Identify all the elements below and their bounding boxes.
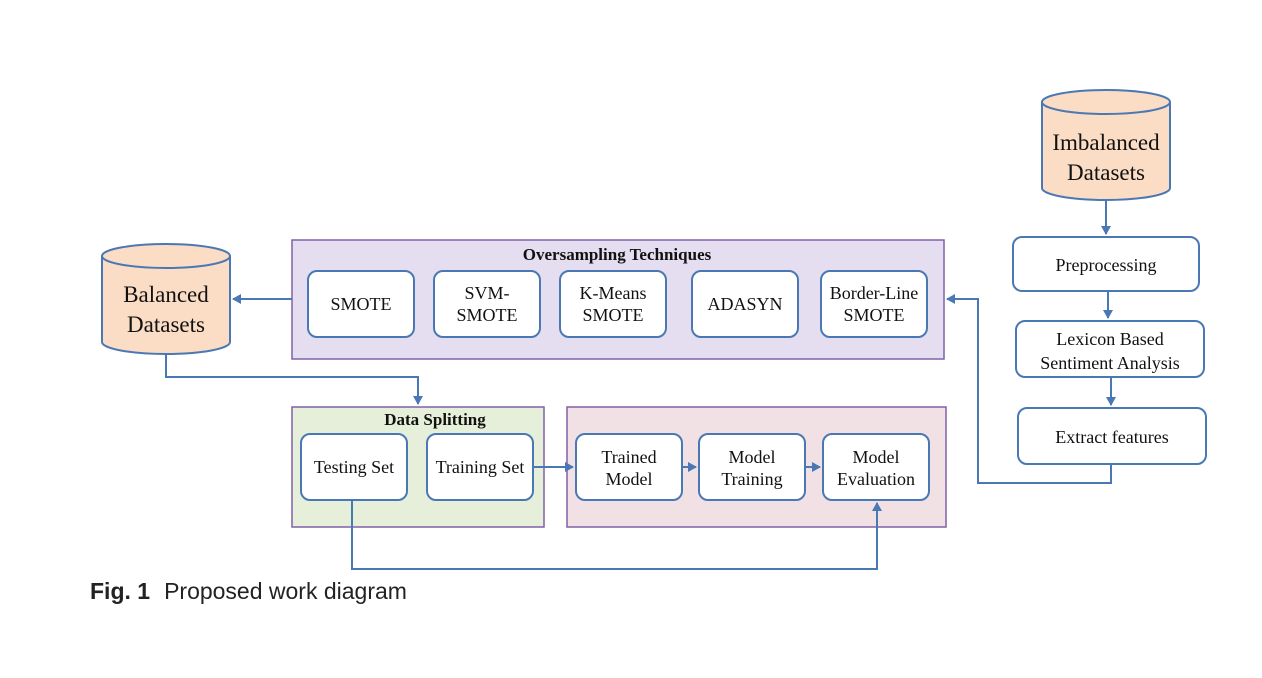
- preprocessing-box: Preprocessing: [1012, 236, 1200, 292]
- oversampling-title: Oversampling Techniques: [523, 245, 712, 264]
- balanced-label-2: Datasets: [127, 312, 205, 337]
- svm-smote-box: SVM- SMOTE: [433, 270, 541, 338]
- svg-text:Border-Line: Border-Line: [830, 283, 919, 303]
- svg-text:Extract features: Extract features: [1055, 427, 1168, 447]
- svg-text:ADASYN: ADASYN: [707, 294, 782, 314]
- svg-text:Training Set: Training Set: [436, 457, 525, 477]
- adasyn-box: ADASYN: [691, 270, 799, 338]
- imbalanced-datasets-cylinder: Imbalanced Datasets: [1041, 89, 1171, 201]
- training-set-box: Training Set: [426, 433, 534, 501]
- testing-set-box: Testing Set: [300, 433, 408, 501]
- figure-caption: Fig. 1 Proposed work diagram: [90, 578, 407, 605]
- svg-text:Training: Training: [721, 469, 782, 489]
- arrow-balanced-to-splitting: [165, 354, 423, 405]
- svg-text:Preprocessing: Preprocessing: [1056, 255, 1157, 275]
- figure-label: Fig. 1: [90, 578, 151, 604]
- svg-text:SMOTE: SMOTE: [456, 305, 517, 325]
- trained-model-box: Trained Model: [575, 433, 683, 501]
- figure-caption-text: Proposed work diagram: [164, 578, 407, 604]
- smote-box: SMOTE: [307, 270, 415, 338]
- svg-text:Model: Model: [606, 469, 653, 489]
- svg-text:Sentiment Analysis: Sentiment Analysis: [1040, 353, 1180, 373]
- imbalanced-label-2: Datasets: [1067, 160, 1145, 185]
- svg-text:Evaluation: Evaluation: [837, 469, 915, 489]
- svg-text:SMOTE: SMOTE: [843, 305, 904, 325]
- svg-text:Model: Model: [853, 447, 900, 467]
- svg-text:SMOTE: SMOTE: [330, 294, 391, 314]
- lexicon-analysis-box: Lexicon Based Sentiment Analysis: [1015, 320, 1205, 378]
- balanced-datasets-cylinder: Balanced Datasets: [101, 243, 231, 355]
- extract-features-box: Extract features: [1017, 407, 1207, 465]
- svg-text:Testing Set: Testing Set: [314, 457, 394, 477]
- svg-text:K-Means: K-Means: [580, 283, 647, 303]
- arrow-testing-to-evaluation: [351, 500, 882, 570]
- svg-text:SVM-: SVM-: [464, 283, 509, 303]
- model-training-box: Model Training: [698, 433, 806, 501]
- borderline-smote-box: Border-Line SMOTE: [820, 270, 928, 338]
- balanced-label-1: Balanced: [123, 282, 209, 307]
- kmeans-smote-box: K-Means SMOTE: [559, 270, 667, 338]
- data-splitting-title: Data Splitting: [384, 410, 486, 429]
- svg-text:Model: Model: [729, 447, 776, 467]
- imbalanced-label-1: Imbalanced: [1052, 130, 1160, 155]
- svg-text:Lexicon Based: Lexicon Based: [1056, 329, 1163, 349]
- arrow-extract-to-oversampling: [946, 294, 1112, 484]
- svg-text:SMOTE: SMOTE: [582, 305, 643, 325]
- svg-text:Trained: Trained: [601, 447, 656, 467]
- model-evaluation-box: Model Evaluation: [822, 433, 930, 501]
